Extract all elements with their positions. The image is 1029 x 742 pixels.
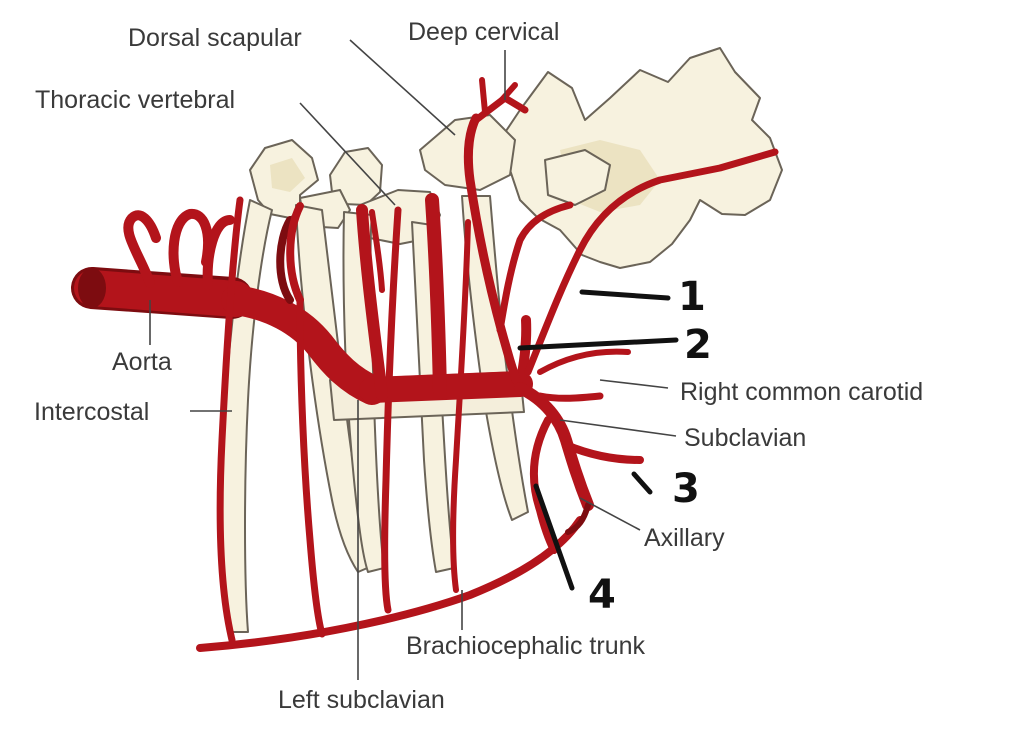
label-dorsal-scapular: Dorsal scapular [128, 24, 302, 52]
handwritten-mark-1: 1 [678, 274, 706, 320]
handwritten-mark-3: 3 [672, 466, 700, 512]
handwritten-annotations: 1 2 3 4 [517, 274, 712, 618]
printed-labels: Dorsal scapular Deep cervical Thoracic v… [34, 18, 923, 714]
label-subclavian: Subclavian [684, 424, 806, 452]
label-deep-cervical: Deep cervical [408, 18, 559, 46]
leader-lines [149, 39, 677, 680]
label-left-subclavian: Left subclavian [278, 686, 445, 714]
handwritten-mark-4: 4 [588, 572, 616, 618]
intercostal-vessels [196, 196, 584, 652]
label-aorta: Aorta [112, 348, 172, 376]
pen-line-3 [631, 471, 653, 495]
pen-line-2 [517, 337, 679, 351]
label-intercostal: Intercostal [34, 398, 149, 426]
pen-line-4 [533, 483, 575, 591]
label-right-common-carotid: Right common carotid [680, 378, 923, 406]
ribs [219, 195, 529, 633]
cervical-vertebrae [419, 47, 783, 269]
descending-aorta [221, 202, 387, 405]
label-axillary: Axillary [644, 524, 725, 552]
pen-line-1 [579, 289, 671, 301]
brachiocephalic-trunk-vessel [356, 193, 533, 403]
carotid-and-deep-cervical [463, 77, 779, 385]
label-brachiocephalic-trunk: Brachiocephalic trunk [406, 632, 646, 660]
label-thoracic-vertebral: Thoracic vertebral [35, 86, 235, 114]
handwritten-mark-2: 2 [684, 322, 712, 368]
aorta-vessel [71, 208, 254, 319]
subclavian-axillary-vessel [514, 382, 644, 554]
